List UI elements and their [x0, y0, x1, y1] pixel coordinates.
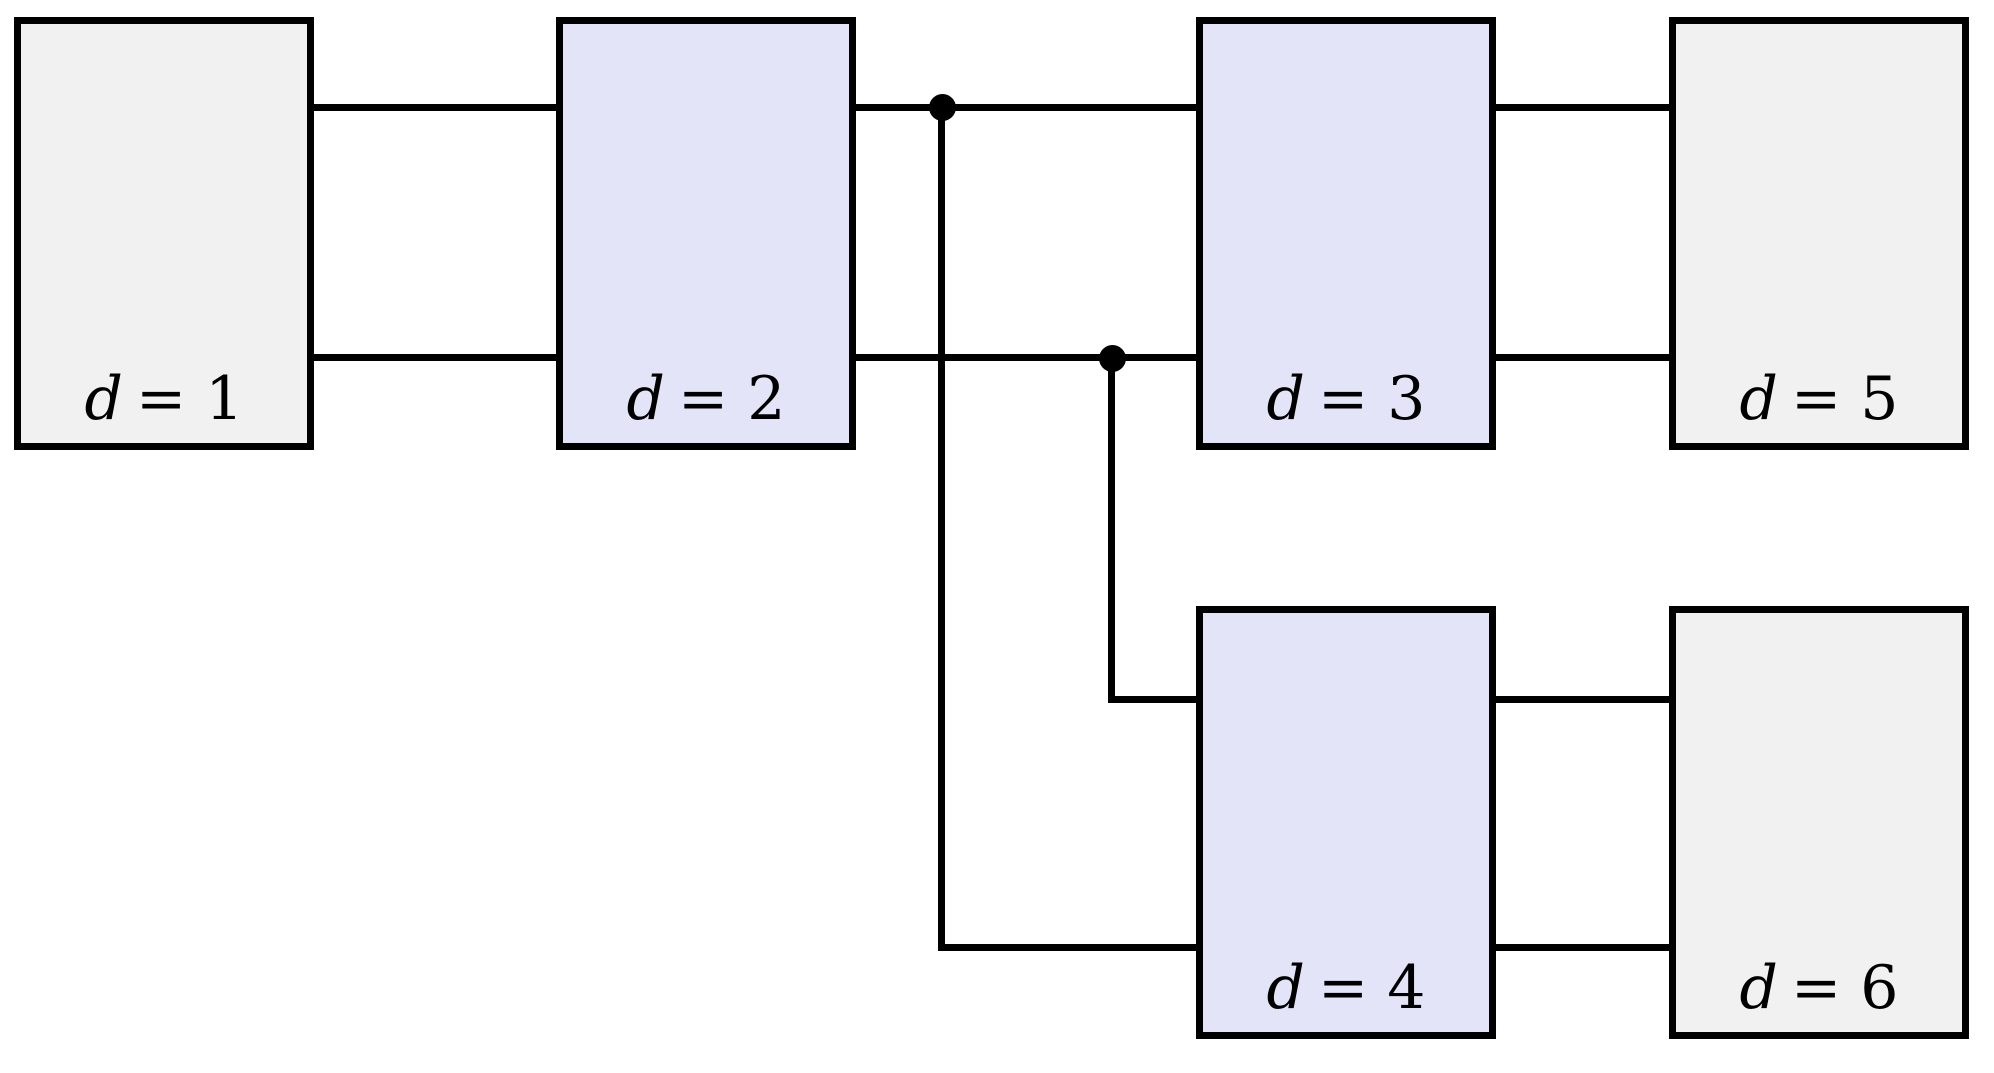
node-d3-label: d= 3: [1203, 369, 1489, 429]
node-d1-label: d= 1: [21, 369, 307, 429]
branch-junction2-horizontal: [1108, 696, 1196, 703]
node-d6: d= 6: [1669, 606, 1969, 1039]
node-d4-value: = 4: [1317, 953, 1426, 1023]
node-d6-value: = 6: [1790, 953, 1899, 1023]
node-d4: d= 4: [1196, 606, 1496, 1039]
node-d6-var: d: [1739, 953, 1778, 1023]
node-d3-value: = 3: [1317, 364, 1426, 434]
branch-junction2-vertical: [1108, 354, 1115, 703]
node-d4-label: d= 4: [1203, 958, 1489, 1018]
edge-d1-d2-top: [314, 104, 556, 111]
node-d2: d= 2: [556, 17, 856, 450]
branch-junction1-vertical: [938, 104, 945, 951]
junction-dot-2: [1099, 345, 1126, 372]
node-d2-value: = 2: [677, 364, 786, 434]
node-d3-var: d: [1266, 364, 1305, 434]
node-d2-label: d= 2: [563, 369, 849, 429]
edge-d4-d6-bottom: [1496, 944, 1669, 951]
node-d5-label: d= 5: [1676, 369, 1962, 429]
edge-d2-d3-bottom: [856, 354, 1196, 361]
edge-d4-d6-top: [1496, 696, 1669, 703]
edge-d3-d5-top: [1496, 104, 1669, 111]
edge-d1-d2-bottom: [314, 354, 556, 361]
edge-d3-d5-bottom: [1496, 354, 1669, 361]
node-d6-label: d= 6: [1676, 958, 1962, 1018]
edge-d2-d3-top: [856, 104, 1196, 111]
node-d1-value: = 1: [135, 364, 244, 434]
branch-junction1-horizontal: [938, 944, 1196, 951]
node-d5: d= 5: [1669, 17, 1969, 450]
node-d4-var: d: [1266, 953, 1305, 1023]
node-d1-var: d: [84, 364, 123, 434]
node-d5-var: d: [1739, 364, 1778, 434]
node-d1: d= 1: [14, 17, 314, 450]
node-d3: d= 3: [1196, 17, 1496, 450]
node-d2-var: d: [626, 364, 665, 434]
node-d5-value: = 5: [1790, 364, 1899, 434]
junction-dot-1: [929, 94, 956, 121]
